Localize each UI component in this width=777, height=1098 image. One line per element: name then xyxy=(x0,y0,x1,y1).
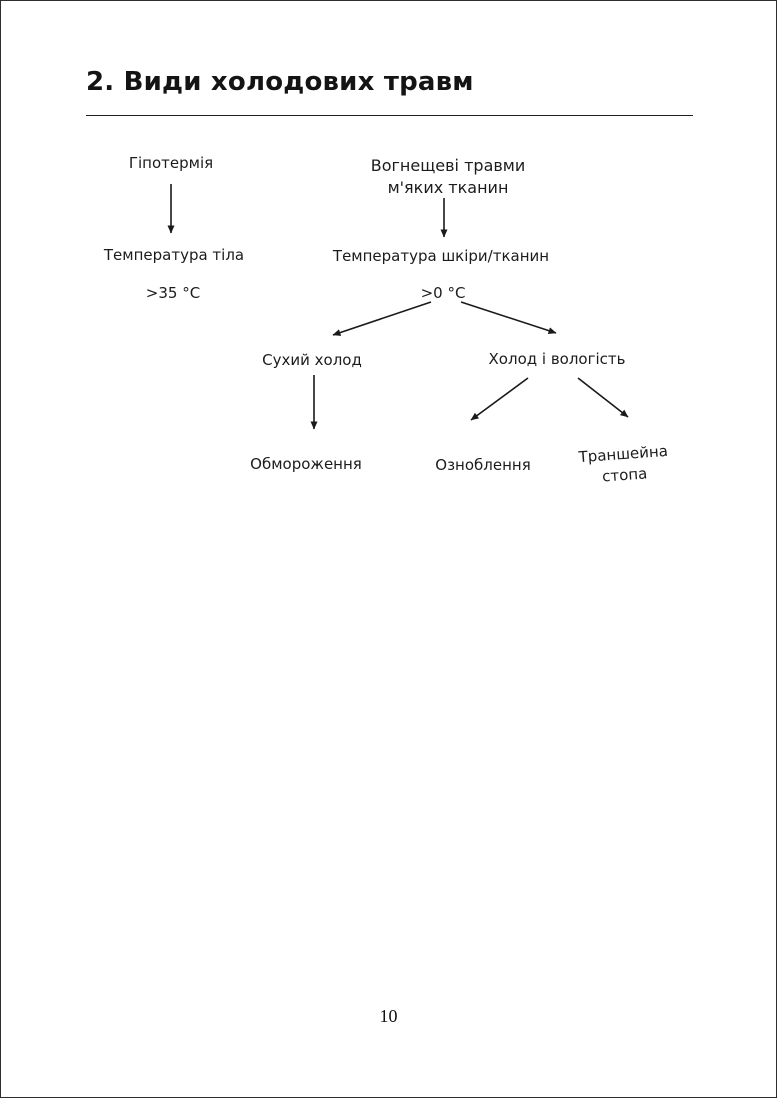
node-frostbite: Обмороження xyxy=(250,455,362,473)
arrow-coldmoisture-to-trenchfoot xyxy=(577,377,629,418)
node-hypothermia: Гіпотермія xyxy=(128,154,214,172)
arrow-skintemp-to-coldmoisture xyxy=(460,301,557,335)
arrow-coldmoisture-to-chilblains xyxy=(470,377,529,421)
page-title: 2. Види холодових травм xyxy=(86,67,474,97)
node-skin-temperature-value: >0 °C xyxy=(420,284,466,302)
node-focal-injuries: Вогнещеві травми м'яких тканин xyxy=(370,156,526,198)
node-skin-temperature: Температура шкіри/тканин xyxy=(332,247,550,265)
node-cold-and-moisture: Холод і вологість xyxy=(488,350,626,368)
node-body-temperature: Температура тіла xyxy=(103,246,245,264)
flowchart: Гіпотермія Вогнещеві травми м'яких ткани… xyxy=(1,1,776,561)
page-number: 10 xyxy=(379,1006,398,1026)
arrow-skintemp-to-drycold xyxy=(332,301,432,336)
node-body-temperature-value: >35 °C xyxy=(145,284,201,302)
node-chilblains: Озноблення xyxy=(435,456,531,474)
heading-rule xyxy=(86,115,693,116)
flowchart-arrows xyxy=(167,184,629,430)
node-trench-foot: Траншейна стопа xyxy=(578,441,669,486)
node-dry-cold: Сухий холод xyxy=(262,351,362,369)
